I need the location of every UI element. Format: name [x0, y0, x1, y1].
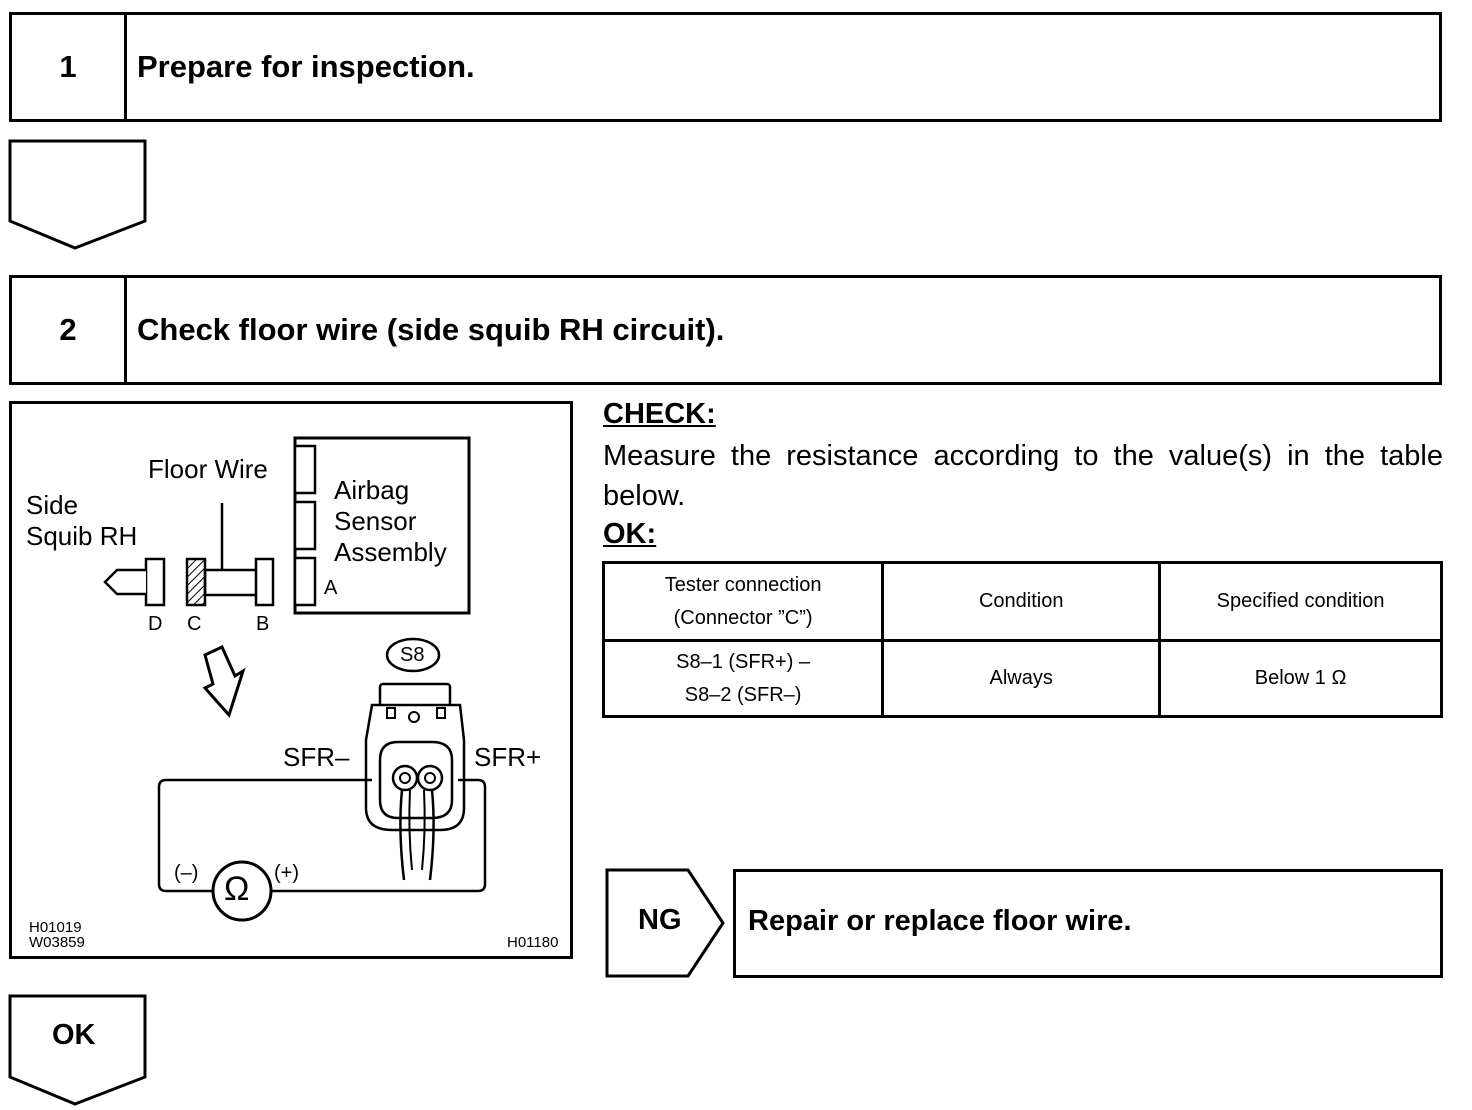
step-number: 1	[12, 15, 127, 119]
next-arrow-icon	[8, 139, 147, 250]
wiring-diagram	[9, 401, 573, 959]
airbag-label-line2: Sensor	[334, 506, 417, 536]
ok-heading: OK:	[603, 518, 657, 550]
table-row: S8–1 (SFR+) – S8–2 (SFR–) Always Below 1…	[601, 639, 1443, 718]
cell-text: S8–2 (SFR–)	[684, 683, 802, 706]
figure-code: H01180	[507, 934, 559, 951]
connector-id-label: S8	[400, 644, 425, 666]
step-title: Check floor wire (side squib RH circuit)…	[137, 312, 725, 347]
table-cell: Always	[881, 639, 1162, 718]
figure-code: W03859	[29, 934, 85, 951]
step-1-header: 1 Prepare for inspection.	[9, 12, 1442, 122]
ng-action-text: Repair or replace floor wire.	[748, 905, 1132, 937]
table-header-row: Tester connection (Connector ”C”) Condit…	[601, 561, 1443, 642]
step-title: Prepare for inspection.	[137, 49, 475, 84]
ng-action-box	[733, 869, 1443, 978]
step-2-header: 2 Check floor wire (side squib RH circui…	[9, 275, 1442, 385]
table-cell: Below 1 Ω	[1158, 639, 1443, 718]
header-text: Tester connection	[664, 573, 822, 596]
airbag-label-line1: Airbag	[334, 475, 410, 505]
ok-label: OK	[52, 1019, 96, 1051]
header-text: (Connector ”C”)	[673, 606, 813, 629]
spec-table: Tester connection (Connector ”C”) Condit…	[601, 561, 1443, 718]
airbag-label-line3: Assembly	[334, 537, 447, 567]
cell-text: S8–1 (SFR+) –	[676, 650, 811, 673]
table-cell: S8–1 (SFR+) – S8–2 (SFR–)	[601, 639, 885, 718]
figure-code: H01019	[29, 919, 82, 936]
connector-d-label: D	[148, 613, 163, 635]
meter-minus-label: (–)	[174, 862, 199, 884]
floor-wire-label: Floor Wire	[148, 454, 268, 484]
connector-b-label: B	[256, 613, 270, 635]
check-instruction: Measure the resistance according to the …	[603, 440, 1443, 512]
table-header-cell: Condition	[881, 561, 1162, 642]
sfr-minus-label: SFR–	[283, 742, 350, 772]
side-squib-label-line1: Side	[26, 490, 79, 520]
ohm-symbol: Ω	[224, 870, 250, 908]
check-heading: CHECK:	[603, 398, 716, 430]
table-header-cell: Tester connection (Connector ”C”)	[601, 561, 885, 642]
sfr-plus-label: SFR+	[474, 742, 542, 772]
connector-a-label: A	[324, 577, 338, 599]
step-number: 2	[12, 278, 127, 382]
table-header-cell: Specified condition	[1158, 561, 1443, 642]
meter-plus-label: (+)	[274, 862, 299, 884]
side-squib-label-line2: Squib RH	[26, 521, 138, 551]
ng-label: NG	[638, 904, 682, 936]
connector-c-label: C	[187, 613, 202, 635]
